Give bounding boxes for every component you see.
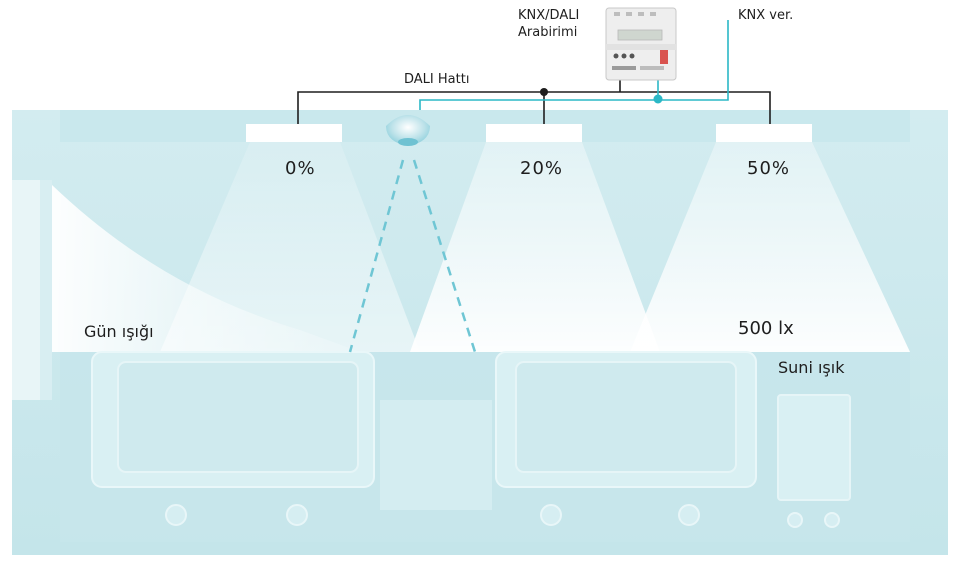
wheel	[540, 504, 562, 526]
wheel	[286, 504, 308, 526]
light-cone-2	[410, 142, 660, 352]
daylight-wash	[52, 185, 360, 352]
knx-dali-interface-device	[605, 7, 677, 81]
sensor-detection-line	[348, 159, 405, 353]
dali-junction	[540, 88, 548, 96]
dim-level-3: 50%	[747, 158, 791, 179]
sensor-detection-line	[412, 159, 477, 353]
sensor-glow	[398, 138, 418, 146]
wheel	[165, 504, 187, 526]
wheel	[787, 512, 803, 528]
knx-bus-line	[419, 20, 729, 110]
dim-level-1: 0%	[285, 158, 316, 179]
dali-bus-line	[297, 91, 771, 124]
luminaire-3	[716, 124, 812, 142]
lux-label: 500 lx	[738, 318, 794, 339]
interface-label-line1: KNX/DALI	[518, 8, 580, 23]
presence-sensor	[386, 115, 430, 146]
light-cone-1	[160, 142, 420, 352]
desk-right-top	[515, 361, 737, 473]
interface-label: KNX/DALI Arabirimi	[518, 7, 579, 41]
cabinet-left	[380, 400, 492, 510]
dali-line-label: DALI Hattı	[404, 72, 470, 87]
knx-junction	[653, 94, 663, 104]
dim-level-2: 20%	[520, 158, 564, 179]
interface-label-line2: Arabirimi	[518, 25, 578, 40]
cabinet-right	[777, 394, 851, 501]
wheel	[678, 504, 700, 526]
window-frame-inner	[40, 180, 52, 400]
artificial-light-label: Suni ışık	[778, 358, 845, 377]
desk-left-top	[117, 361, 359, 473]
luminaire-1	[246, 124, 342, 142]
light-cone-3	[630, 142, 910, 352]
window-frame	[12, 180, 40, 400]
wheel	[824, 512, 840, 528]
luminaire-2	[486, 124, 582, 142]
daylight-label: Gün ışığı	[84, 322, 154, 341]
knx-ver-label: KNX ver.	[738, 8, 794, 23]
